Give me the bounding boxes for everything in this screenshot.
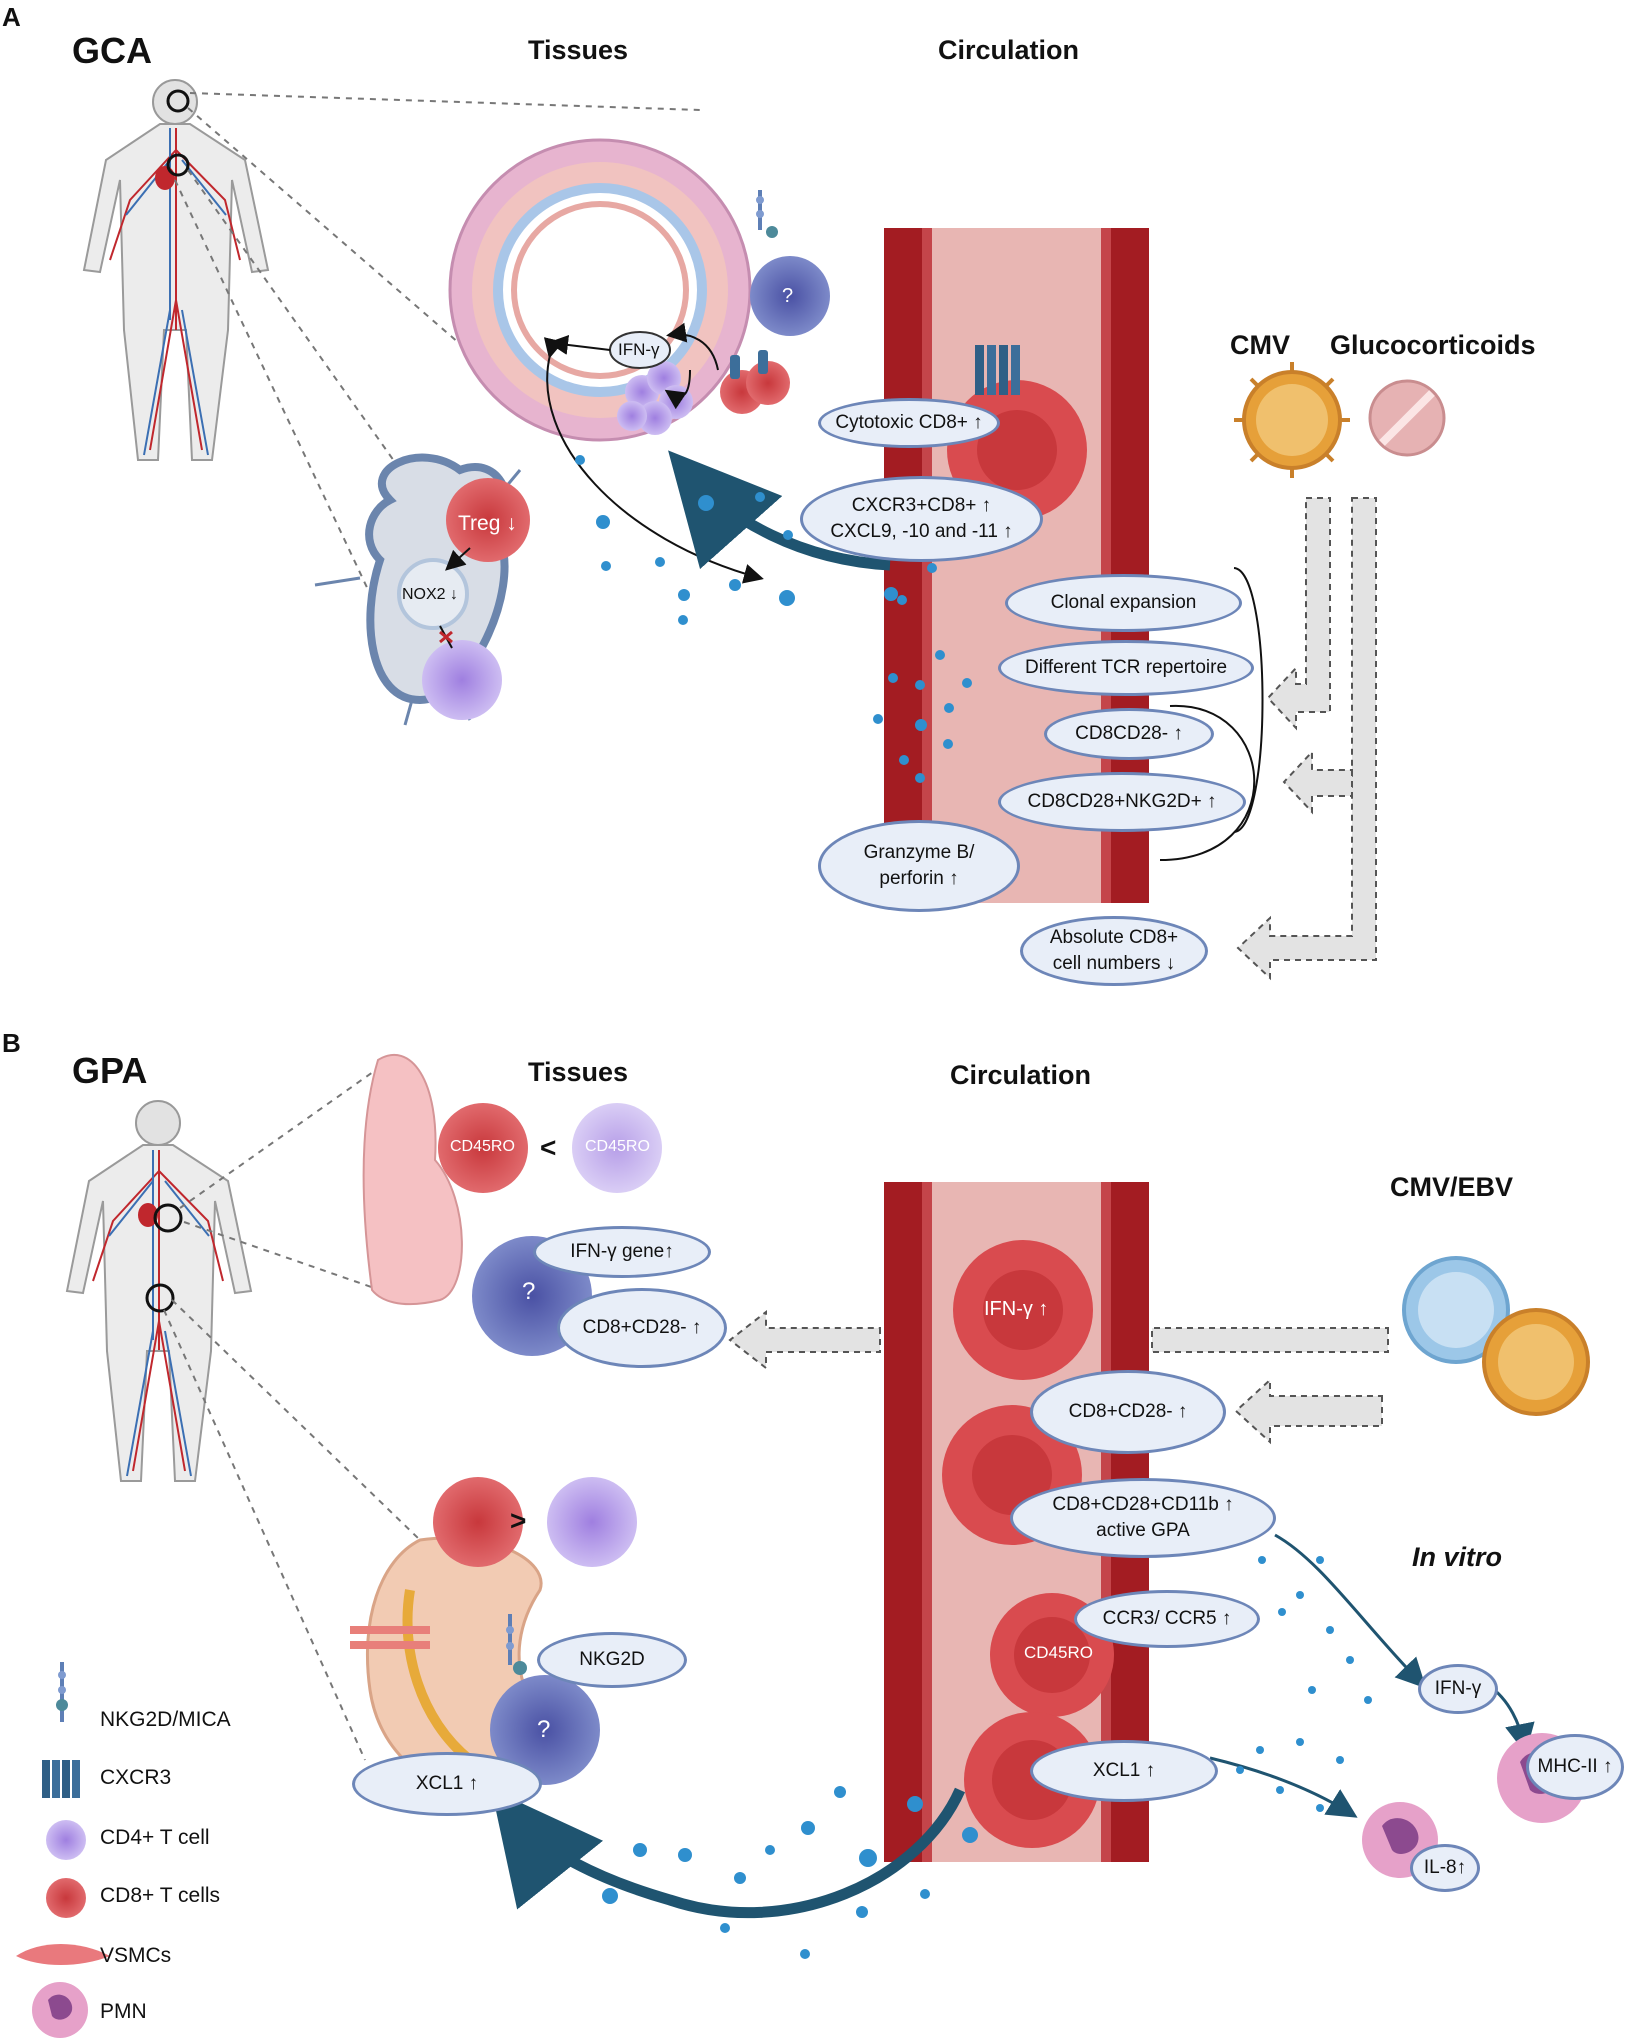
pill-cd8cd28: CD8CD28- ↑ — [1044, 708, 1214, 760]
legend-label-cd4: CD4+ T cell — [100, 1826, 210, 1849]
cd45ro-label-circ: CD45RO — [1024, 1643, 1093, 1662]
pill-il8: IL-8↑ — [1410, 1844, 1480, 1892]
pill-cd8cd28-tissue: CD8+CD28- ↑ — [557, 1288, 727, 1368]
pill-tcr-repertoire: Different TCR repertoire — [998, 640, 1254, 696]
greater-than-symbol: > — [510, 1505, 527, 1536]
pill-ccr: CCR3/ CCR5 ↑ — [1074, 1590, 1260, 1648]
cd4-cell-icon — [46, 1820, 86, 1860]
panel-title-gpa: GPA — [72, 1050, 148, 1091]
cd4-cell — [547, 1477, 637, 1567]
label-glucocorticoids: Glucocorticoids — [1330, 330, 1536, 360]
vsmc-icon — [16, 1944, 110, 1965]
bracket — [1233, 567, 1264, 833]
legend-label-vsmcs: VSMCs — [100, 1944, 172, 1967]
chemokine-dots-a — [575, 455, 972, 783]
chemokine-dots-b — [602, 1556, 1372, 1959]
dashed-arrows-b — [728, 1309, 1389, 1445]
cxcr3-icon — [758, 350, 768, 374]
ifn-cell-label: IFN-γ ↑ — [984, 1298, 1049, 1320]
pill-nkg2d-b: NKG2D — [537, 1632, 687, 1688]
pill-clonal-expansion: Clonal expansion — [1005, 574, 1242, 632]
pill-granzyme: Granzyme B/ perforin ↑ — [818, 820, 1020, 912]
lung-icon — [362, 1053, 463, 1306]
pill-ifn-gene: IFN-γ gene↑ — [533, 1226, 711, 1278]
cd45ro-label-cd4: CD45RO — [585, 1138, 650, 1155]
pill-cd8cd28-circ: CD8+CD28- ↑ — [1030, 1370, 1226, 1454]
heading-circulation-a: Circulation — [938, 35, 1080, 65]
receptor-icon — [506, 1614, 527, 1675]
ifn-label-a: IFN-γ — [618, 340, 660, 359]
human-body-icon — [82, 79, 270, 461]
less-than-symbol: < — [540, 1132, 557, 1163]
cmv-virus-icon — [1482, 1308, 1590, 1416]
pill-xcl1-circ: XCL1 ↑ — [1030, 1740, 1218, 1802]
zoom-lines-b — [163, 1059, 421, 1761]
pmn-nucleus — [1382, 1818, 1419, 1855]
pill-cytotoxic: Cytotoxic CD8+ ↑ — [818, 398, 1000, 448]
cd8-cell — [438, 1103, 528, 1193]
heading-tissues-a: Tissues — [528, 35, 629, 65]
panel-letter-a: A — [2, 2, 21, 32]
cd4-cell — [572, 1103, 662, 1193]
pill-cxcr3: CXCR3+CD8+ ↑ CXCL9, -10 and -11 ↑ — [800, 476, 1043, 562]
cmv-virus-icon — [1234, 362, 1350, 478]
cd8-cell-icon — [46, 1878, 86, 1918]
bracket — [1159, 704, 1256, 861]
legend-label-cd8: CD8+ T cells — [100, 1884, 221, 1907]
pill-ifn-vitro: IFN-γ — [1418, 1664, 1498, 1714]
pill-mhc-ii: MHC-II ↑ — [1526, 1734, 1624, 1800]
panel-title-gca: GCA — [72, 30, 152, 71]
nox2-label: NOX2 ↓ — [402, 586, 459, 603]
legend-label-pmn: PMN — [100, 2000, 147, 2023]
human-body-icon — [65, 1100, 253, 1482]
cxcr3-icon — [42, 1760, 80, 1798]
heading-tissues-b: Tissues — [528, 1057, 629, 1087]
label-cmv-ebv: CMV/EBV — [1390, 1172, 1514, 1202]
pill-absolute-cd8: Absolute CD8+ cell numbers ↓ — [1020, 916, 1208, 986]
receptor-icon — [56, 1662, 68, 1722]
unknown-cell — [490, 1675, 600, 1785]
label-cmv-a: CMV — [1230, 330, 1290, 360]
cd8-cell — [433, 1477, 523, 1567]
cd4-cell — [422, 640, 502, 720]
dashed-arrows-a — [1236, 497, 1377, 981]
pill-nkg2d: CD8CD28+NKG2D+ ↑ — [998, 772, 1246, 832]
cxcr3-icon — [730, 355, 740, 379]
cxcr3-icon — [975, 345, 1020, 395]
label-in-vitro: In vitro — [1412, 1542, 1503, 1572]
pill-cd11b: CD8+CD28+CD11b ↑ active GPA — [1010, 1478, 1276, 1558]
unknown-cell-label-kidney: ? — [537, 1716, 551, 1743]
cd45ro-label-cd8: CD45RO — [450, 1138, 515, 1155]
heading-circulation-b: Circulation — [950, 1060, 1092, 1090]
unknown-cell — [750, 256, 830, 336]
unknown-cell-label: ? — [782, 285, 794, 307]
glucocorticoid-pill-icon — [1368, 379, 1446, 457]
treg-label: Treg ↓ — [458, 512, 517, 535]
artery-cross-section — [448, 138, 752, 442]
ebv-virus-icon — [1402, 1256, 1510, 1364]
panel-letter-b: B — [2, 1028, 21, 1058]
pill-xcl1-tissue: XCL1 ↑ — [352, 1752, 542, 1816]
treg-cell — [446, 478, 530, 562]
legend-label-cxcr3: CXCR3 — [100, 1766, 172, 1789]
unknown-cell-label-lung: ? — [522, 1278, 536, 1305]
receptor-icon — [756, 190, 778, 238]
legend-label-nkg2d-mica: NKG2D/MICA — [100, 1708, 231, 1731]
